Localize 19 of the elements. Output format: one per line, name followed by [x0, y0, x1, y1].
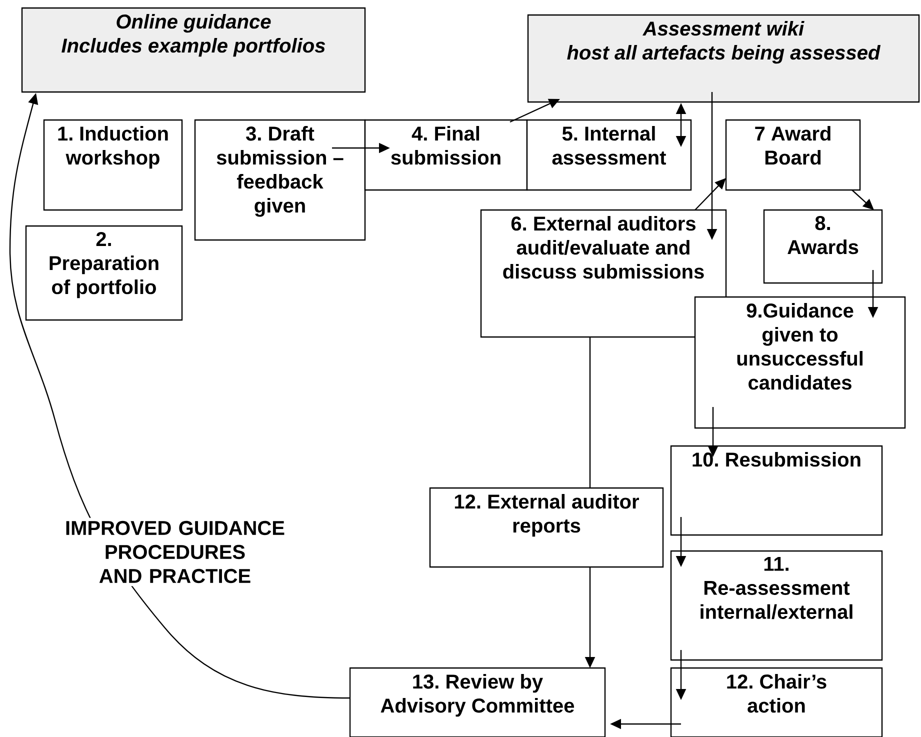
arrow [852, 190, 874, 210]
process-box: 6. External auditors audit/evaluate and discuss submissions [480, 209, 727, 338]
process-box: 13. Review by Advisory Committee [349, 667, 606, 737]
info-box: Assessment wiki host all artefacts being assessed [527, 14, 920, 103]
process-box: 5. Internal assessment [526, 119, 692, 191]
info-box: Online guidance Includes example portfolios [21, 7, 366, 93]
process-box: 2. Preparation of portfolio [25, 225, 183, 321]
process-box: 7 Award Board [725, 119, 861, 191]
process-box: 3. Draft submission – feedback given [194, 119, 366, 241]
process-box: 10. Resubmission [670, 445, 883, 536]
process-box: 8. Awards [763, 209, 883, 284]
process-box: 9.Guidance given to unsuccessful candidates [694, 296, 906, 429]
process-box: 12. External auditor reports [429, 487, 664, 568]
edge-label: IMPROVED GUIDANCE PROCEDURES AND PRACTICE [54, 518, 296, 586]
process-box: 12. Chair’s action [670, 667, 883, 737]
process-box: 4. Final submission [364, 119, 528, 191]
process-box: 11. Re-assessment internal/external [670, 550, 883, 661]
arrow [694, 178, 726, 210]
process-box: 1. Induction workshop [43, 119, 183, 211]
